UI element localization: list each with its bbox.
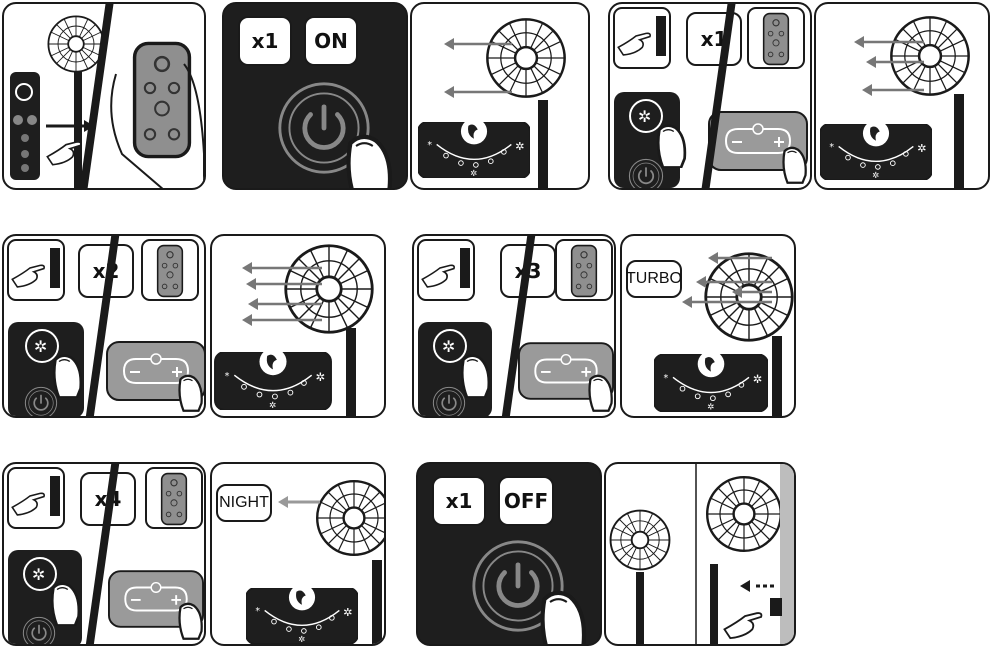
panel-intro (2, 2, 206, 190)
fan-airflow-illustration (212, 236, 386, 418)
panel-speed3-controls: ✲ x3 (412, 234, 616, 418)
svg-text:✲: ✲ (442, 337, 455, 356)
press-count-badge: x1 (686, 12, 742, 66)
night-mode-label: NIGHT (216, 484, 272, 522)
svg-text:✲: ✲ (638, 107, 651, 126)
panel-airflow-speed1 (814, 2, 990, 190)
panel-airflow-on (410, 2, 590, 190)
panel-night-mode: NIGHT (210, 462, 386, 646)
panel-airflow-speed2 (210, 234, 386, 418)
panel-speed1-controls: ✲ x1 (608, 2, 812, 190)
power-button-illustration (418, 464, 602, 646)
unplug-illustration (606, 464, 796, 646)
panel-unplug (604, 462, 796, 646)
panel-airflow-turbo: TURBO (620, 234, 796, 418)
fan-airflow-illustration (412, 4, 590, 190)
svg-text:✲: ✲ (32, 565, 45, 584)
panel-power-off: x1 OFF (416, 462, 602, 646)
panel-speed2-controls: ✲ x2 (2, 234, 206, 418)
turbo-mode-label: TURBO (626, 260, 682, 298)
fan-airflow-illustration (816, 4, 990, 190)
panel-night-controls: ✲ x4 (2, 462, 206, 646)
svg-text:✲: ✲ (34, 337, 47, 356)
panel-power-on: x1 ON (222, 2, 408, 190)
power-button-illustration (224, 4, 408, 190)
